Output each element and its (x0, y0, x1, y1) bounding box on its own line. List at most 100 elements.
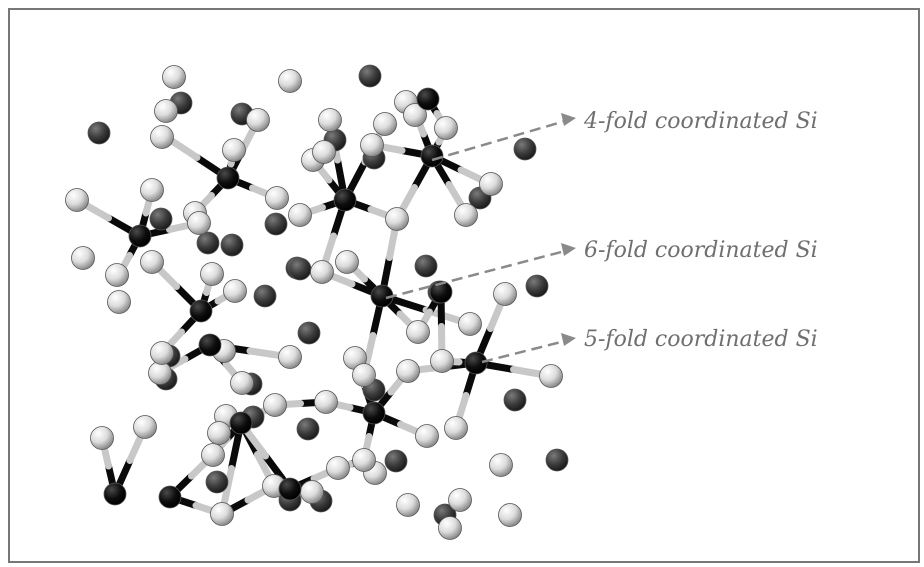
light-atom (479, 172, 503, 196)
figure-frame (8, 8, 920, 563)
arrowhead-6-fold-icon (561, 243, 576, 256)
si-atom (229, 411, 253, 435)
si-atom (128, 224, 152, 248)
si-atom (158, 485, 182, 509)
light-atom (162, 65, 186, 89)
light-atom (150, 125, 174, 149)
light-atom (498, 503, 522, 527)
light-atom (210, 502, 234, 526)
light-atom (265, 186, 289, 210)
callout-arrow-6-fold (385, 249, 566, 300)
light-atom (90, 426, 114, 450)
dark-atom (196, 231, 220, 255)
light-atom (133, 415, 157, 439)
label-4-fold: 4-fold coordinated Si (583, 109, 818, 134)
light-atom (458, 312, 482, 336)
dark-atom (264, 212, 288, 236)
si-atom (429, 280, 453, 304)
light-atom (434, 116, 458, 140)
callouts-layer: 4-fold coordinated Si 6-fold coordinated… (385, 109, 818, 364)
dark-atom (545, 448, 569, 472)
dark-atom (358, 64, 382, 88)
si-atom (216, 166, 240, 190)
light-atom (352, 363, 376, 387)
light-atom (352, 448, 376, 472)
callout-arrow-4-fold (431, 119, 566, 162)
light-atom (230, 371, 254, 395)
light-atom (278, 345, 302, 369)
dark-atom (288, 257, 312, 281)
light-atom (148, 361, 172, 385)
dark-atom (220, 233, 244, 257)
light-atom (105, 263, 129, 287)
light-atom (71, 246, 95, 270)
light-atom (385, 207, 409, 231)
light-atom (318, 108, 342, 132)
light-atom (539, 364, 563, 388)
dark-atom (297, 321, 321, 345)
light-atom (396, 493, 420, 517)
dark-atom (525, 274, 549, 298)
si-atom (362, 401, 386, 425)
light-atom (278, 69, 302, 93)
light-atom (312, 140, 336, 164)
dark-atom (87, 121, 111, 145)
dark-atom (414, 254, 438, 278)
light-atom (222, 138, 246, 162)
light-atom (360, 133, 384, 157)
light-atom (140, 178, 164, 202)
callout-4-fold: 4-fold coordinated Si (431, 109, 818, 162)
si-atom (103, 482, 127, 506)
arrowhead-5-fold-icon (561, 333, 576, 346)
callout-6-fold: 6-fold coordinated Si (385, 238, 818, 300)
si-atom (420, 144, 444, 168)
light-atom (223, 279, 247, 303)
light-atom (246, 108, 270, 132)
light-atom (448, 488, 472, 512)
dark-atom (296, 417, 320, 441)
light-atom (373, 112, 397, 136)
dark-atom (205, 470, 229, 494)
light-atom (207, 421, 231, 445)
light-atom (489, 453, 513, 477)
light-atom (263, 393, 287, 417)
si-atom (416, 87, 440, 111)
light-atom (140, 250, 164, 274)
si-atom (278, 477, 302, 501)
light-atom (200, 262, 224, 286)
light-atom (406, 320, 430, 344)
light-atom (493, 282, 517, 306)
light-atom (396, 359, 420, 383)
light-atom (300, 480, 324, 504)
light-atom (326, 456, 350, 480)
light-atom (314, 390, 338, 414)
light-atom (201, 443, 225, 467)
light-atom (187, 211, 211, 235)
light-atom (438, 516, 462, 540)
light-atom (107, 290, 131, 314)
light-atom (335, 250, 359, 274)
dark-atom (503, 388, 527, 412)
light-atom (454, 203, 478, 227)
light-atom (403, 103, 427, 127)
label-6-fold: 6-fold coordinated Si (584, 238, 818, 263)
light-atom (444, 416, 468, 440)
dark-atom (384, 449, 408, 473)
light-atom (154, 99, 178, 123)
light-atom (150, 341, 174, 365)
arrowhead-4-fold-icon (561, 113, 576, 126)
light-atom (430, 349, 454, 373)
si-atom (464, 351, 488, 375)
light-atom (65, 188, 89, 212)
dark-atom (253, 284, 277, 308)
si-atom (189, 299, 213, 323)
light-atom (310, 260, 334, 284)
dark-atom (149, 207, 173, 231)
light-atom (288, 203, 312, 227)
light-atom (415, 424, 439, 448)
atoms-layer (65, 64, 569, 540)
si-atom (198, 333, 222, 357)
label-5-fold: 5-fold coordinated Si (584, 327, 818, 352)
callout-5-fold: 5-fold coordinated Si (481, 327, 818, 364)
